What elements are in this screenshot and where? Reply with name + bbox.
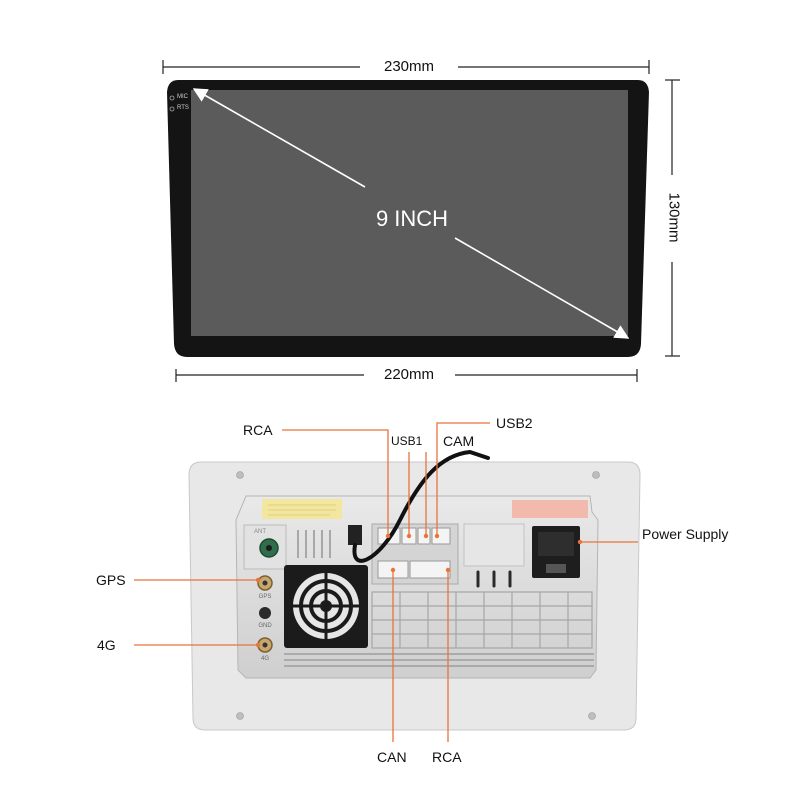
cooling-ribs-top — [297, 530, 331, 558]
height-dimension — [665, 79, 680, 357]
diagonal-arrow — [192, 88, 630, 339]
label-sticker-red — [512, 500, 588, 518]
mic-indicator-label: MIC — [177, 94, 188, 100]
ground-terminal-icon — [259, 607, 271, 619]
bottom-width-label: 220mm — [383, 366, 435, 383]
vent-grid — [371, 591, 593, 649]
rts-indicator-icon — [169, 106, 175, 112]
heat-sink-fins — [284, 653, 594, 667]
can-label: CAN — [377, 749, 407, 765]
screen-size-label: 9 INCH — [375, 206, 449, 231]
rca-bottom-label: RCA — [432, 749, 462, 765]
gps-label: GPS — [96, 572, 126, 588]
bottom-width-dimension — [175, 369, 638, 382]
usb2-label: USB2 — [496, 415, 533, 431]
mic-indicator-icon — [169, 95, 175, 101]
top-width-dimension — [162, 60, 650, 74]
callout-endpoints — [255, 533, 583, 648]
usb-cable — [352, 449, 490, 563]
top-width-label: 230mm — [383, 58, 435, 75]
4g-port-label: 4G — [261, 656, 269, 662]
mounting-screws — [236, 471, 600, 720]
gps-port-label: GPS — [259, 594, 272, 600]
blank-panel — [463, 523, 525, 567]
4g-label: 4G — [97, 637, 116, 653]
height-label: 130mm — [665, 192, 683, 243]
ground-label: GND — [258, 623, 272, 629]
cable-clip — [348, 525, 362, 545]
usb2-connector — [431, 527, 451, 545]
usb1-label: USB1 — [391, 434, 423, 448]
slot-vents — [476, 570, 512, 588]
power-supply-label: Power Supply — [642, 526, 729, 542]
label-sticker-yellow — [262, 499, 342, 519]
ant-label: ANT — [254, 529, 266, 535]
rca-connector-lower — [409, 560, 451, 579]
rts-indicator-label: RTS — [177, 105, 189, 111]
callout-lines — [134, 422, 638, 742]
cam-label: CAM — [443, 433, 475, 449]
rca-top-label: RCA — [243, 422, 273, 438]
